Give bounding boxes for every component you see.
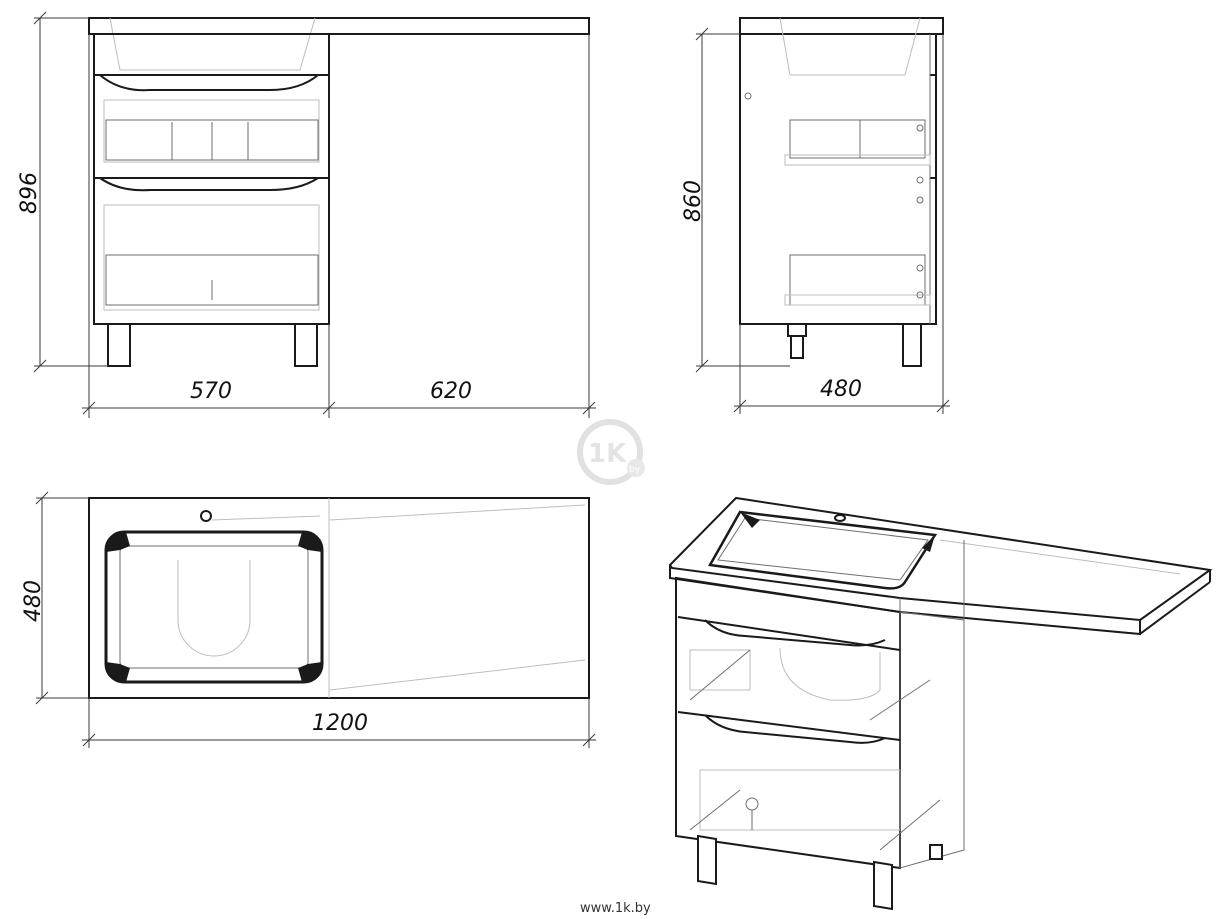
- dim-front-left-width: 570: [190, 379, 232, 404]
- iso-basin: [707, 510, 938, 590]
- iso-upper-handle: [704, 619, 886, 647]
- iso-leg-front-left: [697, 834, 717, 886]
- lower-drawer-handle: [99, 177, 319, 192]
- side-cabinet-body: [739, 33, 937, 325]
- dim-front-right-width: 620: [430, 379, 472, 404]
- front-countertop: [88, 17, 590, 35]
- watermark-text: 1K: [588, 439, 627, 469]
- dim-top-depth: 480: [21, 580, 46, 622]
- iso-lower-handle: [704, 714, 886, 744]
- side-rear-leg: [902, 323, 922, 367]
- watermark-logo: 1K by: [577, 419, 645, 485]
- dim-top-length: 1200: [312, 711, 368, 736]
- side-countertop: [739, 17, 944, 35]
- iso-adjust-foot: [929, 844, 943, 860]
- top-basin-outer: [104, 530, 324, 684]
- faucet-hole: [200, 510, 212, 522]
- watermark-suffix: by: [629, 465, 641, 475]
- isometric-view: [668, 496, 1213, 911]
- front-view: 896 570 620: [17, 11, 596, 418]
- top-basin-inner: [119, 545, 309, 669]
- side-adjust-foot: [787, 323, 807, 337]
- side-view: 860 480: [681, 17, 950, 414]
- source-text: www.1k.by: [580, 901, 651, 916]
- top-countertop: [88, 497, 590, 699]
- dim-side-height: 860: [681, 180, 706, 222]
- iso-faucet-hole: [834, 514, 846, 522]
- dim-front-height: 896: [17, 172, 42, 214]
- top-view: 480 1200: [21, 491, 596, 748]
- iso-leg-front-right: [873, 860, 893, 911]
- dim-side-depth: 480: [820, 377, 862, 402]
- front-right-leg: [294, 323, 318, 367]
- front-left-leg: [107, 323, 131, 367]
- upper-drawer-handle: [99, 74, 319, 92]
